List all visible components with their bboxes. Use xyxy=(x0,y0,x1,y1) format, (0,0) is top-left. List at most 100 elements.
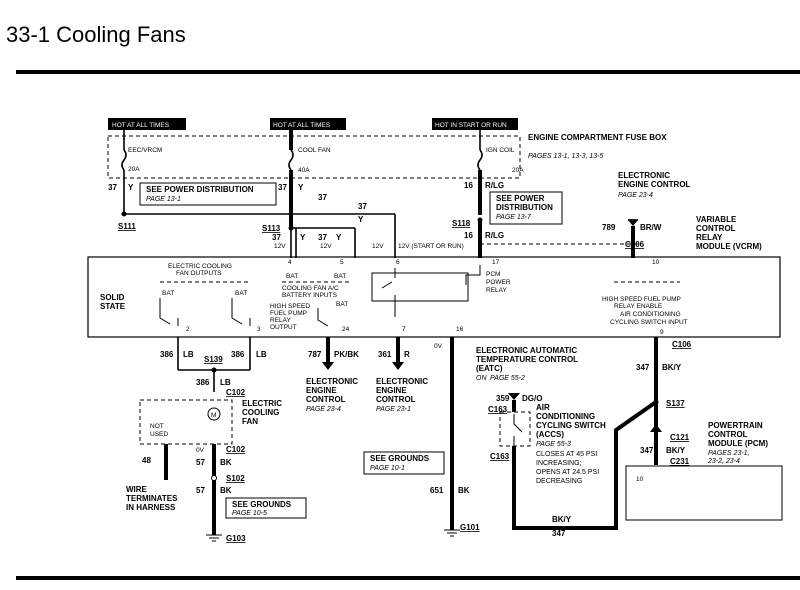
svg-text:37: 37 xyxy=(108,183,117,192)
svg-text:5: 5 xyxy=(340,259,344,266)
pd2-ref-box xyxy=(489,191,563,225)
ground-g103: G103 xyxy=(226,534,246,543)
svg-text:347: 347 xyxy=(552,529,566,538)
svg-text:EEC/VRCM: EEC/VRCM xyxy=(128,147,162,154)
svg-text:C163: C163 xyxy=(488,405,508,414)
svg-text:M: M xyxy=(211,412,216,419)
svg-text:FUEL PUMP: FUEL PUMP xyxy=(270,310,307,317)
svg-text:HOT AT ALL TIMES: HOT AT ALL TIMES xyxy=(273,122,331,129)
svg-text:CLOSES AT 45 PSI: CLOSES AT 45 PSI xyxy=(536,451,597,458)
fuse-box-outline xyxy=(107,135,521,179)
svg-text:6: 6 xyxy=(396,259,400,266)
svg-text:12V: 12V xyxy=(274,243,286,250)
svg-text:BK/Y: BK/Y xyxy=(666,446,686,455)
svg-text:R: R xyxy=(404,350,410,359)
connector-c106-top: C106 xyxy=(625,240,645,249)
svg-text:7: 7 xyxy=(402,326,406,333)
bottom-rule xyxy=(16,576,800,580)
svg-text:(EATC): (EATC) xyxy=(476,364,503,373)
svg-text:C102: C102 xyxy=(226,445,246,454)
svg-text:RELAY ENABLE: RELAY ENABLE xyxy=(614,303,663,310)
svg-text:LB: LB xyxy=(256,350,267,359)
svg-text:RELAY: RELAY xyxy=(270,317,291,324)
svg-text:INCREASING;: INCREASING; xyxy=(536,460,582,467)
svg-text:SEE GROUNDS: SEE GROUNDS xyxy=(370,454,430,463)
svg-text:PAGE 10-5: PAGE 10-5 xyxy=(232,510,267,517)
svg-text:12V (START OR RUN): 12V (START OR RUN) xyxy=(398,243,464,250)
wire-347-bk-y xyxy=(512,400,658,530)
svg-text:16: 16 xyxy=(464,181,473,190)
svg-text:FAN OUTPUTS: FAN OUTPUTS xyxy=(176,270,222,277)
svg-text:BAT: BAT xyxy=(334,273,346,280)
svg-text:R/LG: R/LG xyxy=(485,181,504,190)
splice-s137: S137 xyxy=(666,399,685,408)
svg-text:CONTROL: CONTROL xyxy=(376,395,416,404)
svg-text:PCM: PCM xyxy=(486,271,500,278)
svg-text:ELECTRIC COOLING: ELECTRIC COOLING xyxy=(168,263,232,270)
svg-text:MODULE (PCM): MODULE (PCM) xyxy=(708,439,768,448)
svg-text:ELECTRONIC: ELECTRONIC xyxy=(618,171,670,180)
svg-text:STATE: STATE xyxy=(100,302,126,311)
svg-text:12V: 12V xyxy=(320,243,332,250)
svg-text:R/LG: R/LG xyxy=(485,231,504,240)
splice-s102: S102 xyxy=(226,474,245,483)
svg-text:C231: C231 xyxy=(670,457,690,466)
fuse-cool-fan: COOL FAN EEC/VRCM 40A xyxy=(288,130,331,228)
svg-text:ELECTRIC: ELECTRIC xyxy=(242,399,282,408)
svg-text:Y: Y xyxy=(298,183,304,192)
svg-text:OUTPUT: OUTPUT xyxy=(270,324,297,331)
svg-text:DG/O: DG/O xyxy=(522,394,542,403)
svg-text:ENGINE CONTROL: ENGINE CONTROL xyxy=(618,180,691,189)
svg-text:57: 57 xyxy=(196,458,205,467)
connector-c102: C102 xyxy=(226,388,246,397)
svg-text:0V: 0V xyxy=(434,343,443,350)
svg-text:VARIABLE: VARIABLE xyxy=(696,215,737,224)
svg-text:PAGE 10-1: PAGE 10-1 xyxy=(370,465,405,472)
svg-text:TEMPERATURE CONTROL: TEMPERATURE CONTROL xyxy=(476,355,578,364)
svg-text:BK/Y: BK/Y xyxy=(662,363,682,372)
svg-text:4: 4 xyxy=(288,259,292,266)
svg-text:SEE GROUNDS: SEE GROUNDS xyxy=(232,500,292,509)
svg-text:ENGINE: ENGINE xyxy=(376,386,407,395)
svg-text:789: 789 xyxy=(602,223,616,232)
svg-text:57: 57 xyxy=(196,486,205,495)
svg-text:AIR CONDITIONING: AIR CONDITIONING xyxy=(620,311,681,318)
svg-text:BK: BK xyxy=(458,486,470,495)
svg-text:POWER: POWER xyxy=(486,279,511,286)
svg-text:PAGE 13-1: PAGE 13-1 xyxy=(146,196,181,203)
svg-text:PK/BK: PK/BK xyxy=(334,350,359,359)
svg-text:24: 24 xyxy=(342,326,350,333)
top-rule xyxy=(16,70,800,74)
svg-text:386: 386 xyxy=(160,350,174,359)
splice-s113: S113 xyxy=(262,224,281,233)
svg-text:ELECTRONIC: ELECTRONIC xyxy=(306,377,358,386)
svg-text:BAT: BAT xyxy=(235,290,247,297)
svg-text:COOLING FAN A/C: COOLING FAN A/C xyxy=(282,285,339,292)
svg-text:BAT: BAT xyxy=(162,290,174,297)
svg-text:16: 16 xyxy=(456,326,464,333)
svg-text:37: 37 xyxy=(278,183,287,192)
svg-text:DECREASING: DECREASING xyxy=(536,478,582,485)
svg-text:NOT: NOT xyxy=(150,423,164,430)
svg-text:23-2, 23-4: 23-2, 23-4 xyxy=(707,458,740,465)
fan-motor xyxy=(207,407,221,421)
svg-text:SOLID: SOLID xyxy=(100,293,125,302)
svg-text:PAGE 13-7: PAGE 13-7 xyxy=(496,214,532,221)
svg-text:C163: C163 xyxy=(490,452,510,461)
svg-text:BAT: BAT xyxy=(336,301,348,308)
svg-text:WIRE: WIRE xyxy=(126,485,148,494)
hot-bar-1: HOT AT ALL TIMES xyxy=(108,118,186,130)
svg-text:TERMINATES: TERMINATES xyxy=(126,494,178,503)
svg-text:IGN COIL: IGN COIL xyxy=(486,147,515,154)
svg-text:COOL FAN: COOL FAN xyxy=(298,147,331,154)
svg-text:COOLING: COOLING xyxy=(242,408,279,417)
svg-text:ON: ON xyxy=(476,375,487,382)
pd1-ref-box xyxy=(139,182,277,206)
svg-text:(ACCS): (ACCS) xyxy=(536,430,564,439)
svg-text:BAT: BAT xyxy=(286,273,298,280)
fuse-eec-vrcm: EEC/VRCM 20A xyxy=(121,130,162,215)
svg-text:BK/Y: BK/Y xyxy=(552,515,572,524)
svg-text:3: 3 xyxy=(257,326,261,333)
svg-text:CONTROL: CONTROL xyxy=(696,224,736,233)
pcm-power-relay xyxy=(371,272,469,302)
